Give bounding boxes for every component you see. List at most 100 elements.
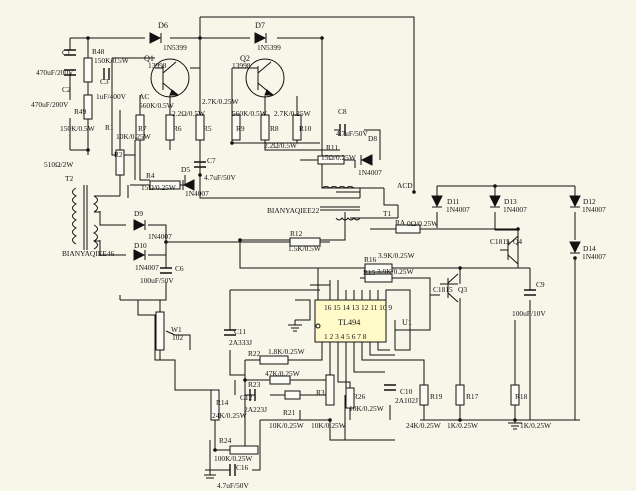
- label-c6-value: 100uF/50V: [140, 276, 174, 285]
- resistor-r15: [364, 273, 393, 283]
- diode-d14: [569, 241, 581, 254]
- label-r21-value: 10K/0.25W: [269, 421, 304, 430]
- diode-d10: [133, 249, 146, 261]
- capacitor-c16: [229, 464, 236, 476]
- label-c12-value: 2A223J: [244, 405, 267, 414]
- label-r49-value: 150K/0.5W: [60, 124, 95, 133]
- resistor-r26: [345, 387, 355, 409]
- ic-u1: [314, 299, 387, 343]
- label-c7: C7: [207, 156, 216, 165]
- label-r26-value: 10K/0.25W: [349, 404, 384, 413]
- capacitor-c11: [224, 329, 236, 336]
- label-r7-value: 560K/0.5W: [139, 101, 174, 110]
- label-r4: R4: [146, 171, 155, 180]
- label-c11-value: 2A333J: [229, 338, 252, 347]
- label-r6-value: 2.2Ω/0.5W: [172, 109, 205, 118]
- label-r22: R22: [248, 349, 261, 358]
- label-d14-value: 1N4007: [582, 252, 606, 261]
- label-d10-value: 1N4007: [135, 263, 159, 272]
- label-r3: R3: [316, 388, 325, 397]
- label-q2: Q2: [240, 54, 250, 63]
- capacitor-c8: [339, 124, 346, 136]
- label-c16-value: 4.7uF/50V: [217, 481, 249, 490]
- label-r1-value: 10K/0.25W: [116, 132, 151, 141]
- label-ra: RA: [395, 218, 406, 227]
- transformer-t2-secondary: [92, 195, 98, 250]
- label-r49: R49: [74, 107, 87, 116]
- label-r10: R10: [299, 124, 312, 133]
- label-r9-value: 560K/0.5W: [232, 109, 267, 118]
- label-r3-value: 10K/0.25W: [311, 421, 346, 430]
- label-t1-model: BIANYAQIEE22: [267, 206, 319, 215]
- label-c9-value: 100uF/10V: [512, 309, 546, 318]
- label-c16: C16: [236, 463, 249, 472]
- label-d5-value: 1N4007: [185, 189, 209, 198]
- label-q4-value: C1815: [490, 237, 510, 246]
- label-r19: R19: [430, 392, 443, 401]
- diode-d7: [254, 32, 267, 44]
- label-c8-value: 4.7uF/50V: [336, 129, 368, 138]
- diode-d8: [360, 154, 373, 166]
- transistors: [150, 58, 519, 303]
- label-d5: D5: [181, 165, 190, 174]
- resistor-r6: [165, 114, 175, 141]
- resistor-r5: [195, 114, 205, 141]
- label-r11-value: 15Ω/0.25W: [321, 153, 356, 162]
- label-c10: C10: [400, 387, 413, 396]
- label-d8-value: 1N4007: [358, 168, 382, 177]
- label-r17-value: 1K/0.25W: [447, 421, 478, 430]
- diodes: [133, 32, 581, 261]
- label-ac: AC: [139, 92, 149, 101]
- diode-d5: [182, 179, 195, 191]
- label-r16: R16: [364, 255, 377, 264]
- resistor-r4: [149, 180, 181, 190]
- ic-name: U1: [402, 318, 412, 327]
- ic-body: [314, 299, 387, 343]
- label-c6: C6: [175, 264, 184, 273]
- label-r14-value: 24K/0.25W: [212, 411, 247, 420]
- resistor-r14: [210, 389, 220, 421]
- label-r2: R2: [114, 150, 123, 159]
- label-r6: R6: [173, 124, 182, 133]
- label-r48: R48: [92, 47, 105, 56]
- label-d13: D13: [504, 197, 517, 206]
- label-q3: Q3: [458, 285, 467, 294]
- resistor-r24: [229, 445, 259, 455]
- label-r5: R5: [203, 124, 212, 133]
- resistor-r23: [269, 375, 291, 385]
- label-r5-value: 2.7K/0.25W: [202, 97, 239, 106]
- resistors: [83, 57, 520, 455]
- label-r8: R8: [270, 124, 279, 133]
- label-c3-value: 1uF/400V: [96, 92, 127, 101]
- resistor-r19: [419, 384, 429, 406]
- ground-ic: [288, 320, 302, 332]
- label-d13-value: 1N4007: [503, 205, 527, 214]
- label-d7-value: 1N5399: [257, 43, 281, 52]
- label-w1: W1: [171, 325, 182, 334]
- label-c8: C8: [338, 107, 347, 116]
- label-r48-value: 150K/0.5W: [94, 56, 129, 65]
- transformer-t1-secondary: [335, 217, 361, 221]
- ic-part-number: TL494: [338, 318, 360, 327]
- label-r2-value: 510Ω/2W: [44, 160, 73, 169]
- label-r4-value: 15Ω/0.25W: [141, 183, 176, 192]
- ground-symbols: [204, 320, 522, 479]
- label-r15: R15: [363, 268, 376, 277]
- label-r12: R12: [290, 229, 303, 238]
- label-d12-value: 1N4007: [582, 205, 606, 214]
- capacitor-c6: [160, 267, 172, 274]
- label-d8: D8: [368, 134, 377, 143]
- resistor-ra: [395, 224, 421, 234]
- label-c7-value: 4.7uF/50V: [204, 173, 236, 182]
- resistor-r21: [284, 390, 301, 400]
- ground-bottom: [204, 470, 216, 479]
- transformer-t1-primary: [321, 186, 355, 189]
- label-acd: ACD: [397, 181, 413, 190]
- wiring: [69, 16, 580, 471]
- label-c11: C11: [234, 327, 246, 336]
- label-q3-value: C1815: [433, 285, 453, 294]
- transformer-t1-core: [320, 206, 360, 211]
- label-c12: C12: [240, 393, 253, 402]
- label-q1: Q1: [144, 54, 154, 63]
